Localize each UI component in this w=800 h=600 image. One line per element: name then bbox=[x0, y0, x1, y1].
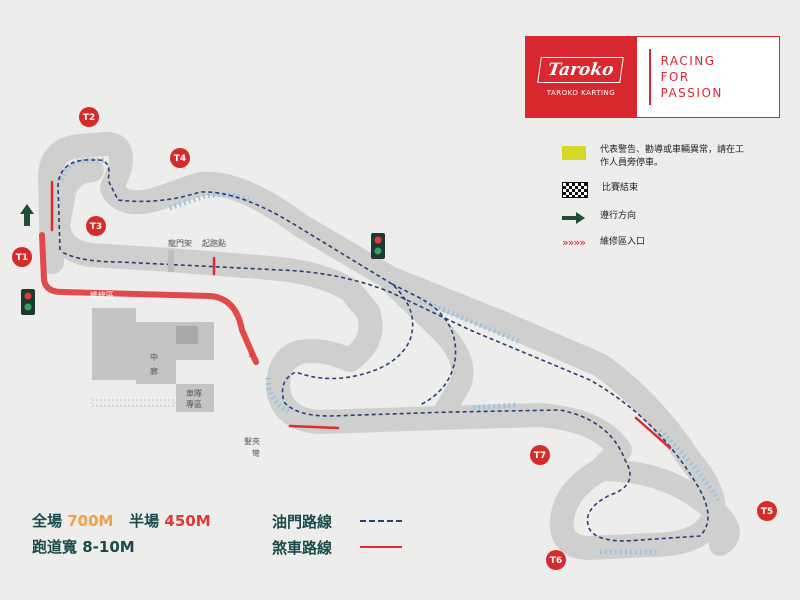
brand-banner: Taroko TAROKO KARTING RACING FOR PASSION bbox=[525, 36, 780, 118]
half-length-label: 半場 bbox=[129, 512, 160, 530]
kerb-hairpin bbox=[265, 377, 292, 415]
track-shortcut bbox=[379, 271, 474, 421]
corridor-label: 廊 bbox=[150, 366, 158, 376]
direction-arrow-icon bbox=[20, 204, 34, 226]
kerb-t2 bbox=[59, 157, 104, 181]
svg-text:T7: T7 bbox=[534, 451, 546, 461]
brand-slogan: RACING FOR PASSION bbox=[661, 53, 723, 101]
legend-text: 比賽結束 bbox=[602, 183, 639, 193]
traffic-light-left-icon bbox=[21, 289, 35, 315]
full-length-label: 全場 bbox=[32, 512, 63, 530]
legend-item-checkered-flag: 比賽結束 bbox=[562, 182, 762, 198]
direction-arrow-legend-icon bbox=[562, 210, 586, 224]
turn-marker-t2: T2 bbox=[79, 107, 99, 127]
svg-text:T3: T3 bbox=[90, 222, 102, 232]
brand-logo-panel: Taroko TAROKO KARTING bbox=[525, 36, 637, 118]
start-point-label: 起跑點 bbox=[202, 238, 226, 248]
kerb-t5 bbox=[658, 428, 721, 502]
turn-marker-t6: T6 bbox=[546, 550, 566, 570]
legend-item-pit-entrance: »»»» 維修區入口 bbox=[562, 236, 762, 250]
hairpin-label-2: 彎 bbox=[252, 448, 260, 458]
pit-entrance-chevrons: » bbox=[248, 350, 254, 361]
stat-width-line: 跑道寬 8-10M bbox=[32, 534, 211, 560]
svg-text:T5: T5 bbox=[761, 507, 773, 517]
track-surface bbox=[38, 132, 726, 560]
turn-marker-t7: T7 bbox=[530, 445, 550, 465]
slogan-line-1: RACING bbox=[660, 54, 716, 68]
brand-divider bbox=[649, 49, 651, 105]
slogan-line-3: PASSION bbox=[660, 86, 723, 100]
brake-line-legend: 煞車路線 bbox=[272, 534, 402, 560]
hairpin-label-1: 髮夾 bbox=[244, 436, 260, 446]
gate-marker bbox=[168, 250, 174, 272]
legend-item-yellow-flag: 代表警告、勸導或車輛異常，請在工作人員旁停車。 bbox=[562, 144, 762, 170]
team-area-label-2: 專區 bbox=[186, 399, 202, 409]
slogan-line-2: FOR bbox=[660, 70, 690, 84]
pit-entrance-chevron-icon: »»»» bbox=[562, 236, 586, 249]
middle-label: 中 bbox=[150, 352, 158, 362]
svg-text:T1: T1 bbox=[16, 253, 28, 263]
line-legend: 油門路線 煞車路線 bbox=[272, 508, 402, 560]
half-length-value: 450M bbox=[164, 512, 211, 530]
legend-item-direction: 遵行方向 bbox=[562, 210, 762, 224]
stat-length-line: 全場 700M 半場 450M bbox=[32, 508, 211, 534]
brake-line-sample bbox=[360, 546, 402, 548]
gate-label: 龍門架 bbox=[168, 238, 192, 248]
svg-text:T2: T2 bbox=[83, 113, 95, 123]
team-area-building bbox=[176, 384, 214, 412]
track-width-label: 跑道寬 bbox=[32, 538, 78, 556]
team-area-label-1: 車隊 bbox=[186, 388, 202, 398]
throttle-line-sample bbox=[360, 520, 402, 522]
throttle-line bbox=[57, 159, 709, 542]
track-return-loop bbox=[589, 459, 740, 556]
brake-segment-hairpin bbox=[288, 424, 340, 430]
pit-lane bbox=[39, 232, 259, 365]
throttle-line-legend: 油門路線 bbox=[272, 508, 402, 534]
brand-slogan-panel: RACING FOR PASSION bbox=[637, 36, 780, 118]
track-stats: 全場 700M 半場 450M 跑道寬 8-10M bbox=[32, 508, 211, 560]
legend-text: 代表警告、勸導或車輛異常，請在工作人員旁停車。 bbox=[600, 145, 745, 168]
legend-text: 遵行方向 bbox=[600, 211, 637, 221]
middle-corridor-building bbox=[136, 322, 176, 384]
pit-lane-label: 維修區 bbox=[90, 290, 114, 300]
brake-segment-t5 bbox=[634, 416, 672, 450]
kerb-straight bbox=[419, 297, 521, 345]
brand-subtitle: TAROKO KARTING bbox=[546, 89, 616, 97]
turn-marker-t5: T5 bbox=[757, 501, 777, 521]
turn-marker-t4: T4 bbox=[170, 148, 190, 168]
brake-line-label: 煞車路線 bbox=[272, 538, 333, 557]
svg-text:T4: T4 bbox=[174, 154, 186, 164]
legend-text: 維修區入口 bbox=[600, 237, 646, 247]
svg-text:T6: T6 bbox=[550, 556, 562, 566]
yellow-flag-icon bbox=[562, 146, 586, 160]
turn-marker-t3: T3 bbox=[86, 216, 106, 236]
map-legend: 代表警告、勸導或車輛異常，請在工作人員旁停車。 比賽結束 遵行方向 »»»» 維… bbox=[562, 144, 762, 262]
traffic-light-right-icon bbox=[371, 233, 385, 259]
building-block bbox=[92, 308, 136, 380]
throttle-line-label: 油門路線 bbox=[272, 512, 333, 531]
taroko-logo: Taroko bbox=[537, 57, 625, 83]
building-inner bbox=[176, 326, 198, 344]
full-length-value: 700M bbox=[67, 512, 114, 530]
checkered-flag-icon bbox=[562, 182, 588, 198]
parking-stripes bbox=[91, 399, 175, 407]
track-width-value: 8-10M bbox=[82, 538, 135, 556]
turn-marker-t1: T1 bbox=[12, 247, 32, 267]
